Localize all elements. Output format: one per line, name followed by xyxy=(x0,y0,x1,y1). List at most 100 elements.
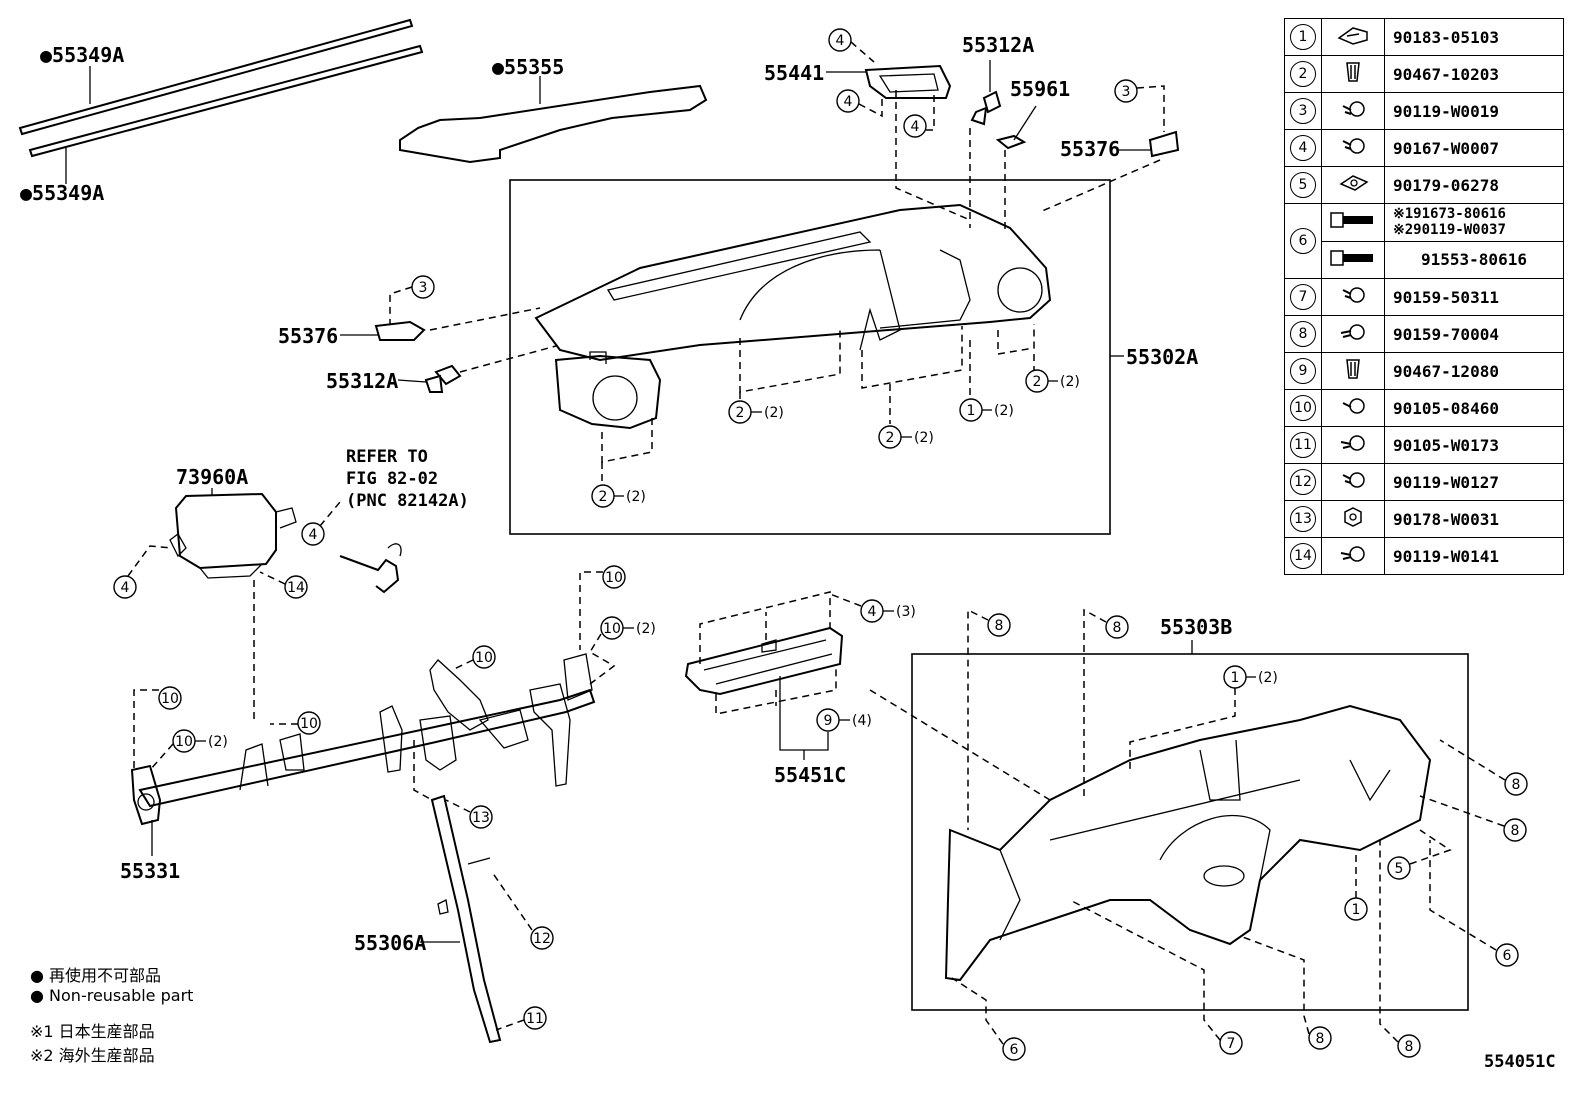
label-55306A[interactable]: 55306A xyxy=(354,931,426,955)
callout-2-a[interactable]: 2 (2) xyxy=(591,484,646,508)
svg-text:6: 6 xyxy=(1503,948,1512,964)
callout-8-e[interactable]: 8 xyxy=(1308,1026,1332,1050)
callout-10-e[interactable]: 10 xyxy=(602,565,626,589)
callout-11[interactable]: 11 xyxy=(523,1006,547,1030)
callout-1-a[interactable]: 1 (2) xyxy=(959,398,1014,422)
screw-icon xyxy=(1340,435,1365,451)
legend-row[interactable]: 11 90105-W0173 xyxy=(1284,426,1564,464)
callout-8-b[interactable]: 8 xyxy=(1105,615,1129,639)
label-55303B[interactable]: 55303B xyxy=(1160,615,1232,639)
callout-13[interactable]: 13 xyxy=(469,805,493,829)
callout-8-d[interactable]: 8 xyxy=(1503,818,1527,842)
svg-text:14: 14 xyxy=(287,580,305,596)
callout-8-f[interactable]: 8 xyxy=(1397,1034,1421,1058)
callout-10-c[interactable]: 10 xyxy=(297,711,321,735)
callout-2-b[interactable]: 2 (2) xyxy=(728,400,784,424)
label-55312A-left[interactable]: 55312A xyxy=(326,369,398,393)
bracket-55376-left[interactable] xyxy=(340,320,426,341)
legend-row[interactable]: 2 90467-10203 xyxy=(1284,55,1564,93)
note-made-overseas: ※2 海外生産部品 xyxy=(30,1046,155,1065)
legend-row[interactable]: 14 90119-W0141 xyxy=(1284,537,1564,575)
svg-text:4: 4 xyxy=(309,527,318,543)
moulding-strip-55349A[interactable] xyxy=(18,18,424,184)
callout-4-left[interactable]: 4 xyxy=(836,89,860,113)
register-55451C[interactable] xyxy=(684,626,844,696)
callout-4-top[interactable]: 4 xyxy=(828,28,852,52)
bolt-icon xyxy=(1330,212,1373,228)
callout-5[interactable]: 5 xyxy=(1387,856,1411,880)
label-55376-left[interactable]: 55376 xyxy=(278,324,338,348)
callout-12[interactable]: 12 xyxy=(530,926,554,950)
legend-row[interactable]: 10 90105-08460 xyxy=(1284,389,1564,427)
lower-panel-box xyxy=(911,653,1469,1011)
label-55312A-top[interactable]: 55312A xyxy=(962,33,1034,57)
insulator-pad-55355[interactable] xyxy=(399,76,708,164)
label-55331[interactable]: 55331 xyxy=(120,859,180,883)
callout-10-d[interactable]: 10 xyxy=(472,645,496,669)
legend-row[interactable]: 9 90467-12080 xyxy=(1284,352,1564,390)
callout-14[interactable]: 14 xyxy=(284,575,308,599)
svg-text:(2): (2) xyxy=(764,405,784,421)
svg-text:12: 12 xyxy=(533,931,551,947)
callout-10-a[interactable]: 10 xyxy=(158,686,182,710)
callout-8-c[interactable]: 8 xyxy=(1504,772,1528,796)
callout-10-f[interactable]: 10 (2) xyxy=(600,616,656,640)
legend-part-number: 90119-W0141 xyxy=(1384,537,1564,575)
label-73960A[interactable]: 73960A xyxy=(176,465,248,489)
clip-55312A-top[interactable] xyxy=(970,60,1002,126)
legend-row[interactable]: 5 90179-06278 xyxy=(1284,166,1564,204)
svg-text:3: 3 xyxy=(419,280,428,296)
dashboard-panel-55302A[interactable] xyxy=(534,203,1052,430)
callout-3-left[interactable]: 3 xyxy=(411,275,435,299)
label-55302A[interactable]: 55302A xyxy=(1126,345,1198,369)
callout-9[interactable]: 9 (4) xyxy=(816,708,872,732)
legend-row[interactable]: 13 90178-W0031 xyxy=(1284,500,1564,538)
legend-row[interactable]: 12 90119-W0127 xyxy=(1284,463,1564,501)
legend-row[interactable]: 8 90159-70004 xyxy=(1284,315,1564,353)
label-55349A-top[interactable]: ●55349A xyxy=(40,43,124,67)
callout-4-right[interactable]: 4 xyxy=(903,114,927,138)
bracket-55441[interactable] xyxy=(864,64,952,99)
svg-text:3: 3 xyxy=(1122,84,1131,100)
legend-row[interactable]: 91553-80616 xyxy=(1285,240,1564,279)
callout-2-d[interactable]: 2 (2) xyxy=(1025,369,1080,393)
legend-row[interactable]: 1 90183-05103 xyxy=(1284,18,1564,56)
callout-8-a[interactable]: 8 xyxy=(987,613,1011,637)
clip-55312A-left[interactable] xyxy=(397,364,462,393)
legend-row[interactable]: 7 90159-50311 xyxy=(1284,278,1564,316)
callout-1-b[interactable]: 1 (2) xyxy=(1223,665,1278,689)
legend-number: 2 xyxy=(1290,61,1316,87)
label-55349A-bottom[interactable]: ●55349A xyxy=(20,181,104,205)
callout-2-c[interactable]: 2 (2) xyxy=(878,425,934,449)
pad-55961[interactable] xyxy=(995,105,1037,150)
callout-10-b[interactable]: 10 (2) xyxy=(172,729,228,753)
label-55376-right[interactable]: 55376 xyxy=(1060,137,1120,161)
callout-1-c[interactable]: 1 xyxy=(1344,897,1368,921)
callout-4-register[interactable]: 4 (3) xyxy=(860,599,916,623)
reinforcement-55331[interactable] xyxy=(130,653,596,826)
legend-part-number: 90178-W0031 xyxy=(1384,500,1564,538)
callout-7[interactable]: 7 xyxy=(1219,1031,1243,1055)
legend-row[interactable]: 3 90119-W0019 xyxy=(1284,92,1564,130)
callout-6-bottom[interactable]: 6 xyxy=(1002,1037,1026,1061)
label-55355[interactable]: ●55355 xyxy=(492,55,564,79)
brace-55306A[interactable] xyxy=(430,794,502,1044)
label-55451C[interactable]: 55451C xyxy=(774,763,846,787)
svg-text:1: 1 xyxy=(1231,670,1240,686)
airbag-73960A[interactable] xyxy=(169,488,297,579)
screw-icon xyxy=(1340,546,1365,562)
callout-4-airbag-right[interactable]: 4 xyxy=(301,522,325,546)
bracket-55376-right[interactable] xyxy=(1118,130,1180,158)
callout-4-airbag-left[interactable]: 4 xyxy=(113,575,137,599)
legend-row[interactable]: 4 90167-W0007 xyxy=(1284,129,1564,167)
callout-6-right[interactable]: 6 xyxy=(1495,943,1519,967)
callout-3-right[interactable]: 3 xyxy=(1114,79,1138,103)
legend-row[interactable]: 6 ※191673-80616 ※290119-W0037 xyxy=(1284,203,1564,279)
legend-part-number: 90119-W0019 xyxy=(1384,92,1564,130)
label-55441[interactable]: 55441 xyxy=(764,61,824,85)
svg-text:1: 1 xyxy=(967,403,976,419)
label-55961[interactable]: 55961 xyxy=(1010,77,1070,101)
wire-harness-82142A[interactable] xyxy=(339,543,402,594)
lower-panel-55303B[interactable] xyxy=(944,704,1432,982)
legend-part-number: 90179-06278 xyxy=(1384,166,1564,204)
